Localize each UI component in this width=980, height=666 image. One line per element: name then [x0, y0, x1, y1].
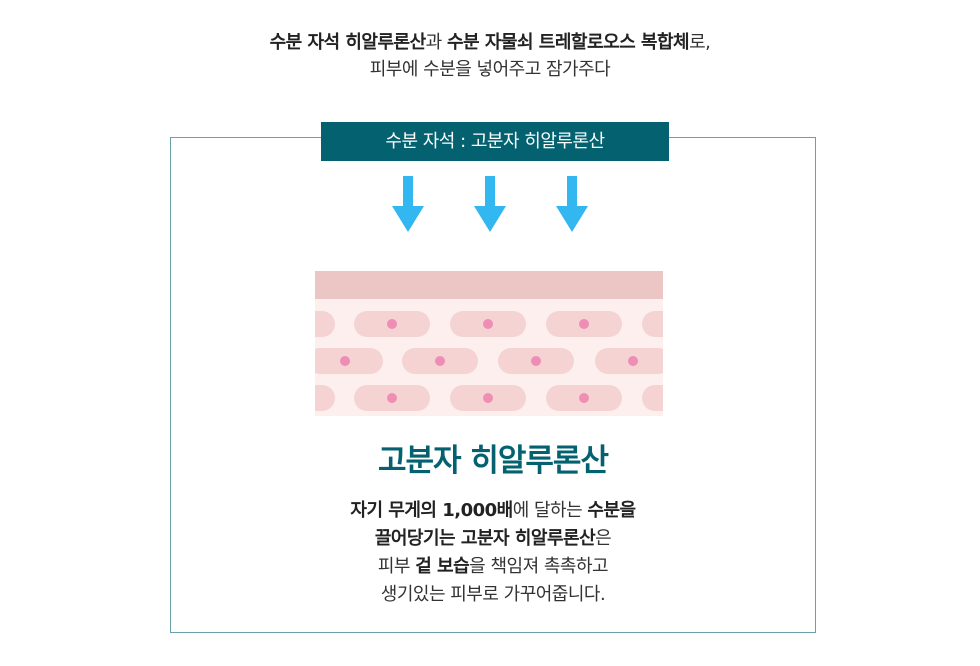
desc-emphasis-surface: 겉 보습 [415, 556, 470, 577]
desc-text: 에 달하는 [512, 500, 588, 521]
skin-cell [315, 311, 335, 337]
skin-cell [402, 348, 478, 374]
cell-nucleus [387, 393, 397, 403]
arrow-down-icon [392, 176, 424, 232]
skin-cell-layer [315, 299, 663, 416]
skin-cell [354, 311, 430, 337]
description-line-3: 피부 겉 보습을 책임져 촉촉하고 [170, 553, 816, 581]
arrow-down-icon [556, 176, 588, 232]
intro-emphasis-trehalose: 수분 자물쇠 트레할로오스 복합체 [446, 32, 690, 53]
skin-cell [354, 385, 430, 411]
skin-cell [315, 348, 383, 374]
cell-nucleus [340, 356, 350, 366]
section-heading: 고분자 히알루론산 [378, 443, 609, 479]
intro-line-1: 수분 자석 히알루론산과 수분 자물쇠 트레할로오스 복합체로, [0, 29, 980, 56]
intro-text: 수분 자석 히알루론산과 수분 자물쇠 트레할로오스 복합체로, 피부에 수분을… [0, 29, 980, 83]
desc-text: 을 책임져 촉촉하고 [469, 556, 609, 577]
section-tag: 수분 자석 : 고분자 히알루론산 [321, 122, 669, 161]
description-line-4: 생기있는 피부로 가꾸어줍니다. [380, 584, 606, 605]
cell-nucleus [435, 356, 445, 366]
cell-nucleus [579, 319, 589, 329]
description-line-1: 자기 무게의 1,000배에 달하는 수분을 [170, 497, 816, 525]
skin-surface-layer [315, 271, 663, 299]
skin-cell [498, 348, 574, 374]
intro-line-2: 피부에 수분을 넣어주고 잠가주다 [369, 59, 611, 80]
cell-nucleus [531, 356, 541, 366]
desc-text: 피부 [377, 556, 416, 577]
skin-cell [546, 385, 622, 411]
description-text: 자기 무게의 1,000배에 달하는 수분을 끌어당기는 고분자 히알루론산은 … [170, 497, 816, 609]
skin-cell [315, 385, 335, 411]
cell-nucleus [483, 393, 493, 403]
skin-cell [450, 311, 526, 337]
cell-nucleus [628, 356, 638, 366]
cell-nucleus [387, 319, 397, 329]
skin-illustration [315, 271, 663, 416]
intro-suffix: 로, [689, 32, 711, 53]
description-line-2: 끌어당기는 고분자 히알루론산은 [170, 525, 816, 553]
cell-nucleus [483, 319, 493, 329]
skin-cell [642, 311, 663, 337]
desc-emphasis-hyaluronic: 끌어당기는 고분자 히알루론산 [374, 528, 596, 549]
cell-nucleus [579, 393, 589, 403]
intro-connector: 과 [425, 32, 447, 53]
arrow-down-icon [474, 176, 506, 232]
desc-emphasis-moisture: 수분을 [587, 500, 636, 521]
skin-cell [595, 348, 663, 374]
desc-emphasis-weight: 자기 무게의 1,000배 [350, 500, 513, 521]
desc-text: 은 [595, 528, 612, 549]
skin-cell [546, 311, 622, 337]
skin-cell [450, 385, 526, 411]
skin-cell [642, 385, 663, 411]
intro-emphasis-hyaluronic: 수분 자석 히알루론산 [269, 32, 427, 53]
